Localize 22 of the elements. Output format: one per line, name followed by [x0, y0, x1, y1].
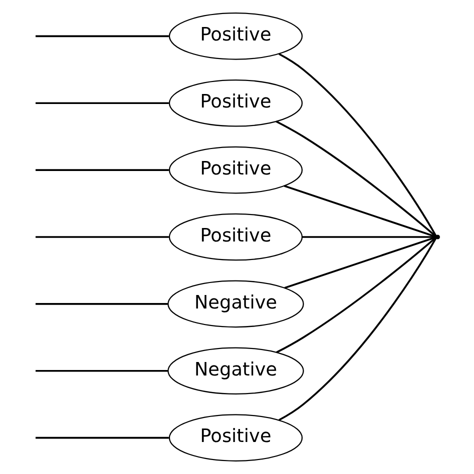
connector	[36, 236, 169, 238]
node-ellipse: Positive	[168, 79, 303, 127]
node-point	[435, 234, 440, 240]
connector	[284, 185, 436, 238]
node-ellipse: Positive	[168, 213, 303, 261]
connector	[36, 303, 168, 305]
connector	[278, 237, 437, 421]
connector	[36, 35, 169, 38]
node-ellipse: Negative	[168, 280, 304, 328]
node-ellipse: Positive	[168, 146, 303, 194]
connector	[36, 169, 169, 171]
node-ellipse: Positive	[168, 414, 303, 462]
connector	[276, 120, 436, 237]
connector	[276, 237, 436, 354]
connector	[36, 370, 168, 372]
node-ellipse: Positive	[168, 12, 303, 60]
connector	[36, 102, 169, 104]
connector	[284, 236, 436, 289]
connector	[36, 436, 169, 439]
connector	[278, 53, 437, 237]
connector	[302, 236, 436, 238]
node-ellipse: Negative	[168, 347, 304, 395]
